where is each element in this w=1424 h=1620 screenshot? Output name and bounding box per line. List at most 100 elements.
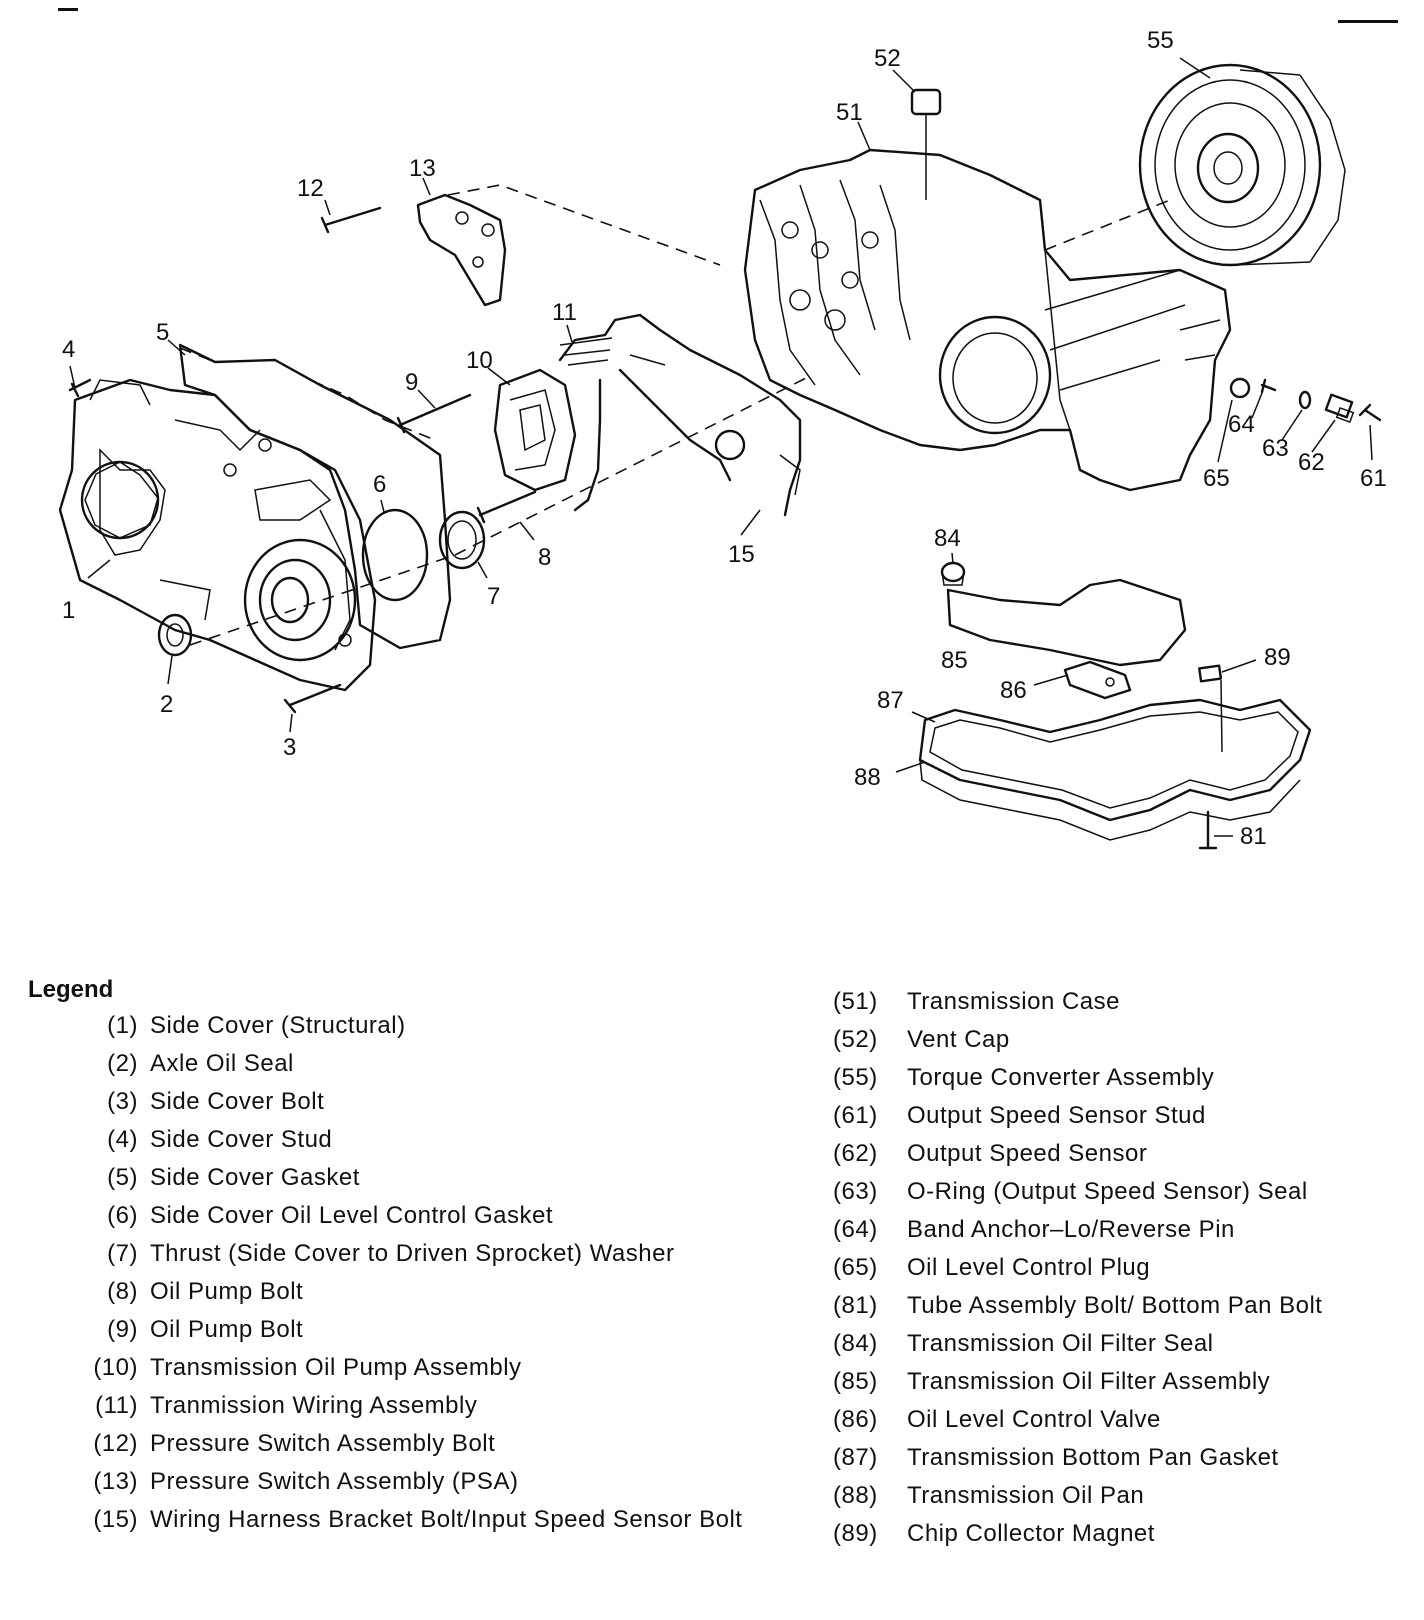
legend-item-number: (3) — [107, 1088, 138, 1115]
oil-level-control-valve-part — [1063, 660, 1132, 700]
thrust-washer-part — [438, 510, 486, 570]
legend-list-right: (51)Transmission Case(52)Vent Cap(55)Tor… — [833, 988, 1413, 1547]
leader-line — [911, 711, 936, 723]
legend-item-number: (87) — [833, 1444, 878, 1471]
legend-item-label: Transmission Oil Pump Assembly — [150, 1354, 522, 1381]
leader-line — [519, 521, 535, 541]
legend-item-label: Pressure Switch Assembly Bolt — [150, 1430, 496, 1457]
legend-item-number: (89) — [833, 1520, 878, 1547]
vent-cap-part — [910, 88, 942, 200]
legend-item-label: Oil Pump Bolt — [150, 1316, 304, 1343]
legend-item-label: Thrust (Side Cover to Driven Sprocket) W… — [150, 1240, 675, 1267]
legend-item-label: Side Cover Oil Level Control Gasket — [150, 1202, 553, 1229]
callout-3: 3 — [283, 734, 296, 761]
leader-line — [167, 339, 186, 356]
legend-item-label: Transmission Bottom Pan Gasket — [907, 1444, 1279, 1471]
legend-item-label: Oil Pump Bolt — [150, 1278, 304, 1305]
legend-item-label: Chip Collector Magnet — [907, 1520, 1155, 1547]
callout-10: 10 — [466, 347, 493, 374]
legend-item-label: Transmission Oil Filter Assembly — [907, 1368, 1271, 1395]
side-cover-bolt-part — [283, 683, 342, 714]
oil-level-control-plug-part — [1229, 377, 1251, 399]
legend-item: (6) Side Cover Oil Level Control Gasket — [28, 1202, 748, 1229]
callout-86: 86 — [1000, 677, 1027, 704]
leader-line — [1251, 392, 1263, 419]
callout-2: 2 — [160, 691, 173, 718]
callout-11: 11 — [552, 299, 577, 326]
o-ring-seal-part — [1298, 390, 1312, 410]
legend-item-label: Torque Converter Assembly — [907, 1064, 1215, 1091]
oil-pump-bolt-9-part — [396, 393, 472, 434]
exploded-view-diagram: 1 2 3 4 5 6 7 8 9 10 11 12 13 15 51 52 5… — [58, 27, 1387, 850]
legend-item: (84)Transmission Oil Filter Seal — [833, 1330, 1413, 1357]
legend-item: (62) Output Speed Sensor — [833, 1140, 1413, 1167]
legend-item: (55)Torque Converter Assembly — [833, 1064, 1413, 1091]
legend-item-label: Side Cover Gasket — [150, 1164, 360, 1191]
legend-item-label: Oil Level Control Valve — [907, 1406, 1161, 1433]
callout-13: 13 — [409, 155, 436, 182]
callout-4: 4 — [62, 336, 75, 363]
legend-item: (51) Transmission Case — [833, 988, 1413, 1015]
legend-item-number: (63) — [833, 1178, 878, 1205]
leader-line — [1220, 679, 1223, 753]
legend-item-number: (15) — [93, 1506, 138, 1533]
legend-item-number: (62) — [833, 1140, 878, 1167]
legend-item-label: Band Anchor–Lo/Reverse Pin — [907, 1216, 1235, 1243]
legend-item-label: Tube Assembly Bolt/ Bottom Pan Bolt — [907, 1292, 1323, 1319]
callout-9: 9 — [405, 369, 418, 396]
callout-81: 81 — [1240, 823, 1267, 850]
callout-8: 8 — [538, 544, 551, 571]
leader-line — [422, 177, 431, 196]
leader-line — [951, 552, 954, 564]
legend-item-label: Output Speed Sensor Stud — [907, 1102, 1206, 1129]
legend-item-number: (7) — [107, 1240, 138, 1267]
legend-item: (87) Transmission Bottom Pan Gasket — [833, 1444, 1413, 1471]
legend-item-number: (6) — [107, 1202, 138, 1229]
leader-line — [1369, 424, 1373, 461]
legend-list-left: (1)Side Cover (Structural)(2)Axle Oil Se… — [28, 1012, 748, 1533]
legend-item-label: Transmission Case — [907, 988, 1121, 1015]
legend-item-label: Pressure Switch Assembly (PSA) — [150, 1468, 519, 1495]
callout-84: 84 — [934, 525, 961, 552]
callout-12: 12 — [297, 175, 324, 202]
callout-52: 52 — [874, 45, 901, 72]
legend-item-number: (51) — [833, 988, 878, 1015]
legend-item-label: Output Speed Sensor — [907, 1140, 1148, 1167]
legend-item: (2)Axle Oil Seal — [28, 1050, 748, 1077]
side-cover-part — [58, 378, 377, 692]
leader-line — [1221, 659, 1257, 673]
leader-line — [895, 761, 926, 773]
legend-item-label: Tranmission Wiring Assembly — [150, 1392, 478, 1419]
oil-level-gasket-part — [361, 508, 429, 602]
psa-bolt-part — [320, 206, 382, 234]
legend-item: (13)Pressure Switch Assembly (PSA) — [28, 1468, 748, 1495]
leader-line — [69, 365, 76, 389]
leader-line — [380, 499, 385, 513]
side-cover-gasket-part — [178, 343, 452, 650]
legend-item: (11)Tranmission Wiring Assembly — [28, 1392, 748, 1419]
legend-item-label: Axle Oil Seal — [150, 1050, 294, 1077]
leader-line — [417, 389, 436, 409]
oil-pan-part — [918, 698, 1312, 841]
legend-title: Legend — [28, 976, 114, 1003]
callout-85: 85 — [941, 647, 968, 674]
callout-15: 15 — [728, 541, 755, 568]
legend-item-label: Vent Cap — [907, 1026, 1010, 1053]
legend-item-number: (61) — [833, 1102, 878, 1129]
callout-6: 6 — [373, 471, 386, 498]
legend-item: (4)Side Cover Stud — [28, 1126, 748, 1153]
legend-item-number: (8) — [107, 1278, 138, 1305]
legend-item: (65)Oil Level Control Plug — [833, 1254, 1413, 1281]
legend-item-number: (10) — [93, 1354, 138, 1381]
leader-line — [1217, 399, 1233, 463]
oil-pump-bolt-8-part — [476, 490, 537, 524]
oil-pump-part — [493, 368, 577, 492]
legend-item: (15)Wiring Harness Bracket Bolt/Input Sp… — [28, 1506, 748, 1533]
output-speed-sensor-part — [1324, 393, 1355, 424]
legend-item-number: (65) — [833, 1254, 878, 1281]
legend-item-label: Transmission Oil Pan — [907, 1482, 1145, 1509]
legend-item-number: (64) — [833, 1216, 878, 1243]
torque-converter-part — [1138, 63, 1346, 267]
callout-63: 63 — [1262, 435, 1289, 462]
leader-line — [1179, 57, 1211, 79]
